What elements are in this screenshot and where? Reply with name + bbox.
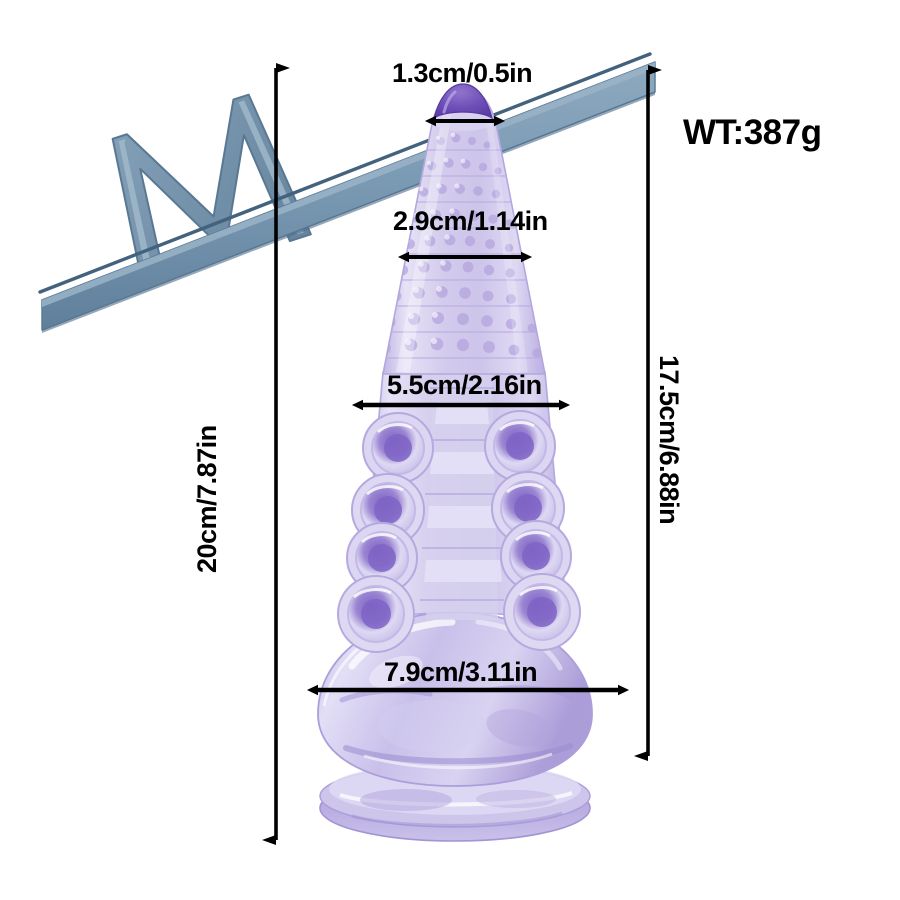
product-sucker-group-left bbox=[337, 412, 434, 653]
sucker bbox=[500, 520, 572, 592]
sucker bbox=[362, 412, 434, 484]
dimension-label-upper-shaft-width: 2.9cm/1.14in bbox=[393, 206, 548, 236]
sucker bbox=[337, 575, 415, 653]
product-sucker-group-right bbox=[484, 410, 581, 651]
dimension-label-mid-shaft-width: 5.5cm/2.16in bbox=[387, 370, 542, 400]
dimension-label-insertable-length: 17.5cm/6.88in bbox=[654, 355, 684, 525]
dimension-label-base-bulb-width: 7.9cm/3.11in bbox=[384, 657, 538, 687]
dimension-label-tip-width: 1.3cm/0.5in bbox=[392, 58, 533, 88]
sucker bbox=[346, 522, 418, 594]
sucker bbox=[484, 410, 556, 482]
watermark-band-edge-line bbox=[38, 52, 652, 294]
dimension-label-total-length: 20cm/7.87in bbox=[192, 425, 222, 573]
sucker bbox=[503, 573, 581, 651]
weight-label: WT:387g bbox=[683, 113, 822, 152]
